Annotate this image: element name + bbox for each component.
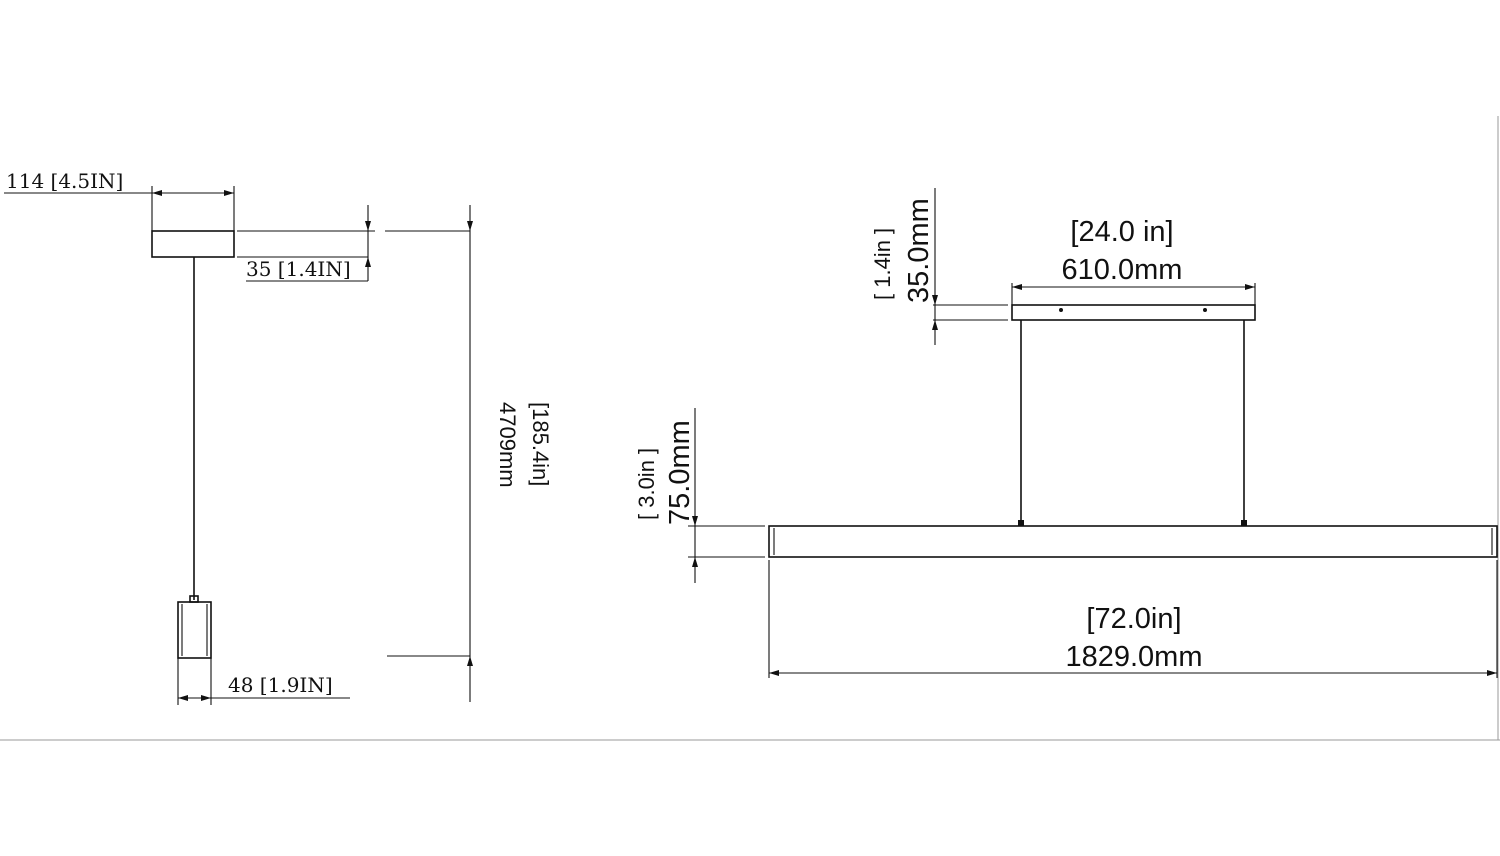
canopy-height-in: [ 1.4in ] [870, 228, 895, 300]
canopy-height-label: 35 [1.4IN] [246, 257, 351, 281]
canopy-width-in: [24.0 in] [1070, 216, 1173, 248]
front-view: [24.0 in] 610.0mm [ 1.4in ] 35.0mm [ 3.0… [634, 188, 1498, 678]
canopy [151, 230, 235, 258]
bar-height-in: [ 3.0in ] [634, 448, 659, 520]
bar-length-in: [72.0in] [1086, 603, 1181, 635]
canopy-height-mm: 35.0mm [903, 198, 935, 303]
bar-length-mm: 1829.0mm [1065, 641, 1202, 673]
bar-height-mm: 75.0mm [664, 420, 696, 525]
linear-light-bar [768, 525, 1498, 558]
canopy-width-mm: 610.0mm [1062, 254, 1183, 286]
overall-height-in: [185.4in] [528, 402, 553, 486]
pendant-shade [177, 601, 212, 659]
canopy-width-label: 114 [4.5IN] [6, 169, 123, 193]
side-view: 114 [4.5IN] 35 [1.4IN] 4709mm [185.4in] … [4, 169, 553, 705]
overall-height-mm: 4709mm [495, 402, 520, 488]
canopy-plate [1011, 304, 1256, 321]
shade-width-label: 48 [1.9IN] [228, 673, 333, 697]
